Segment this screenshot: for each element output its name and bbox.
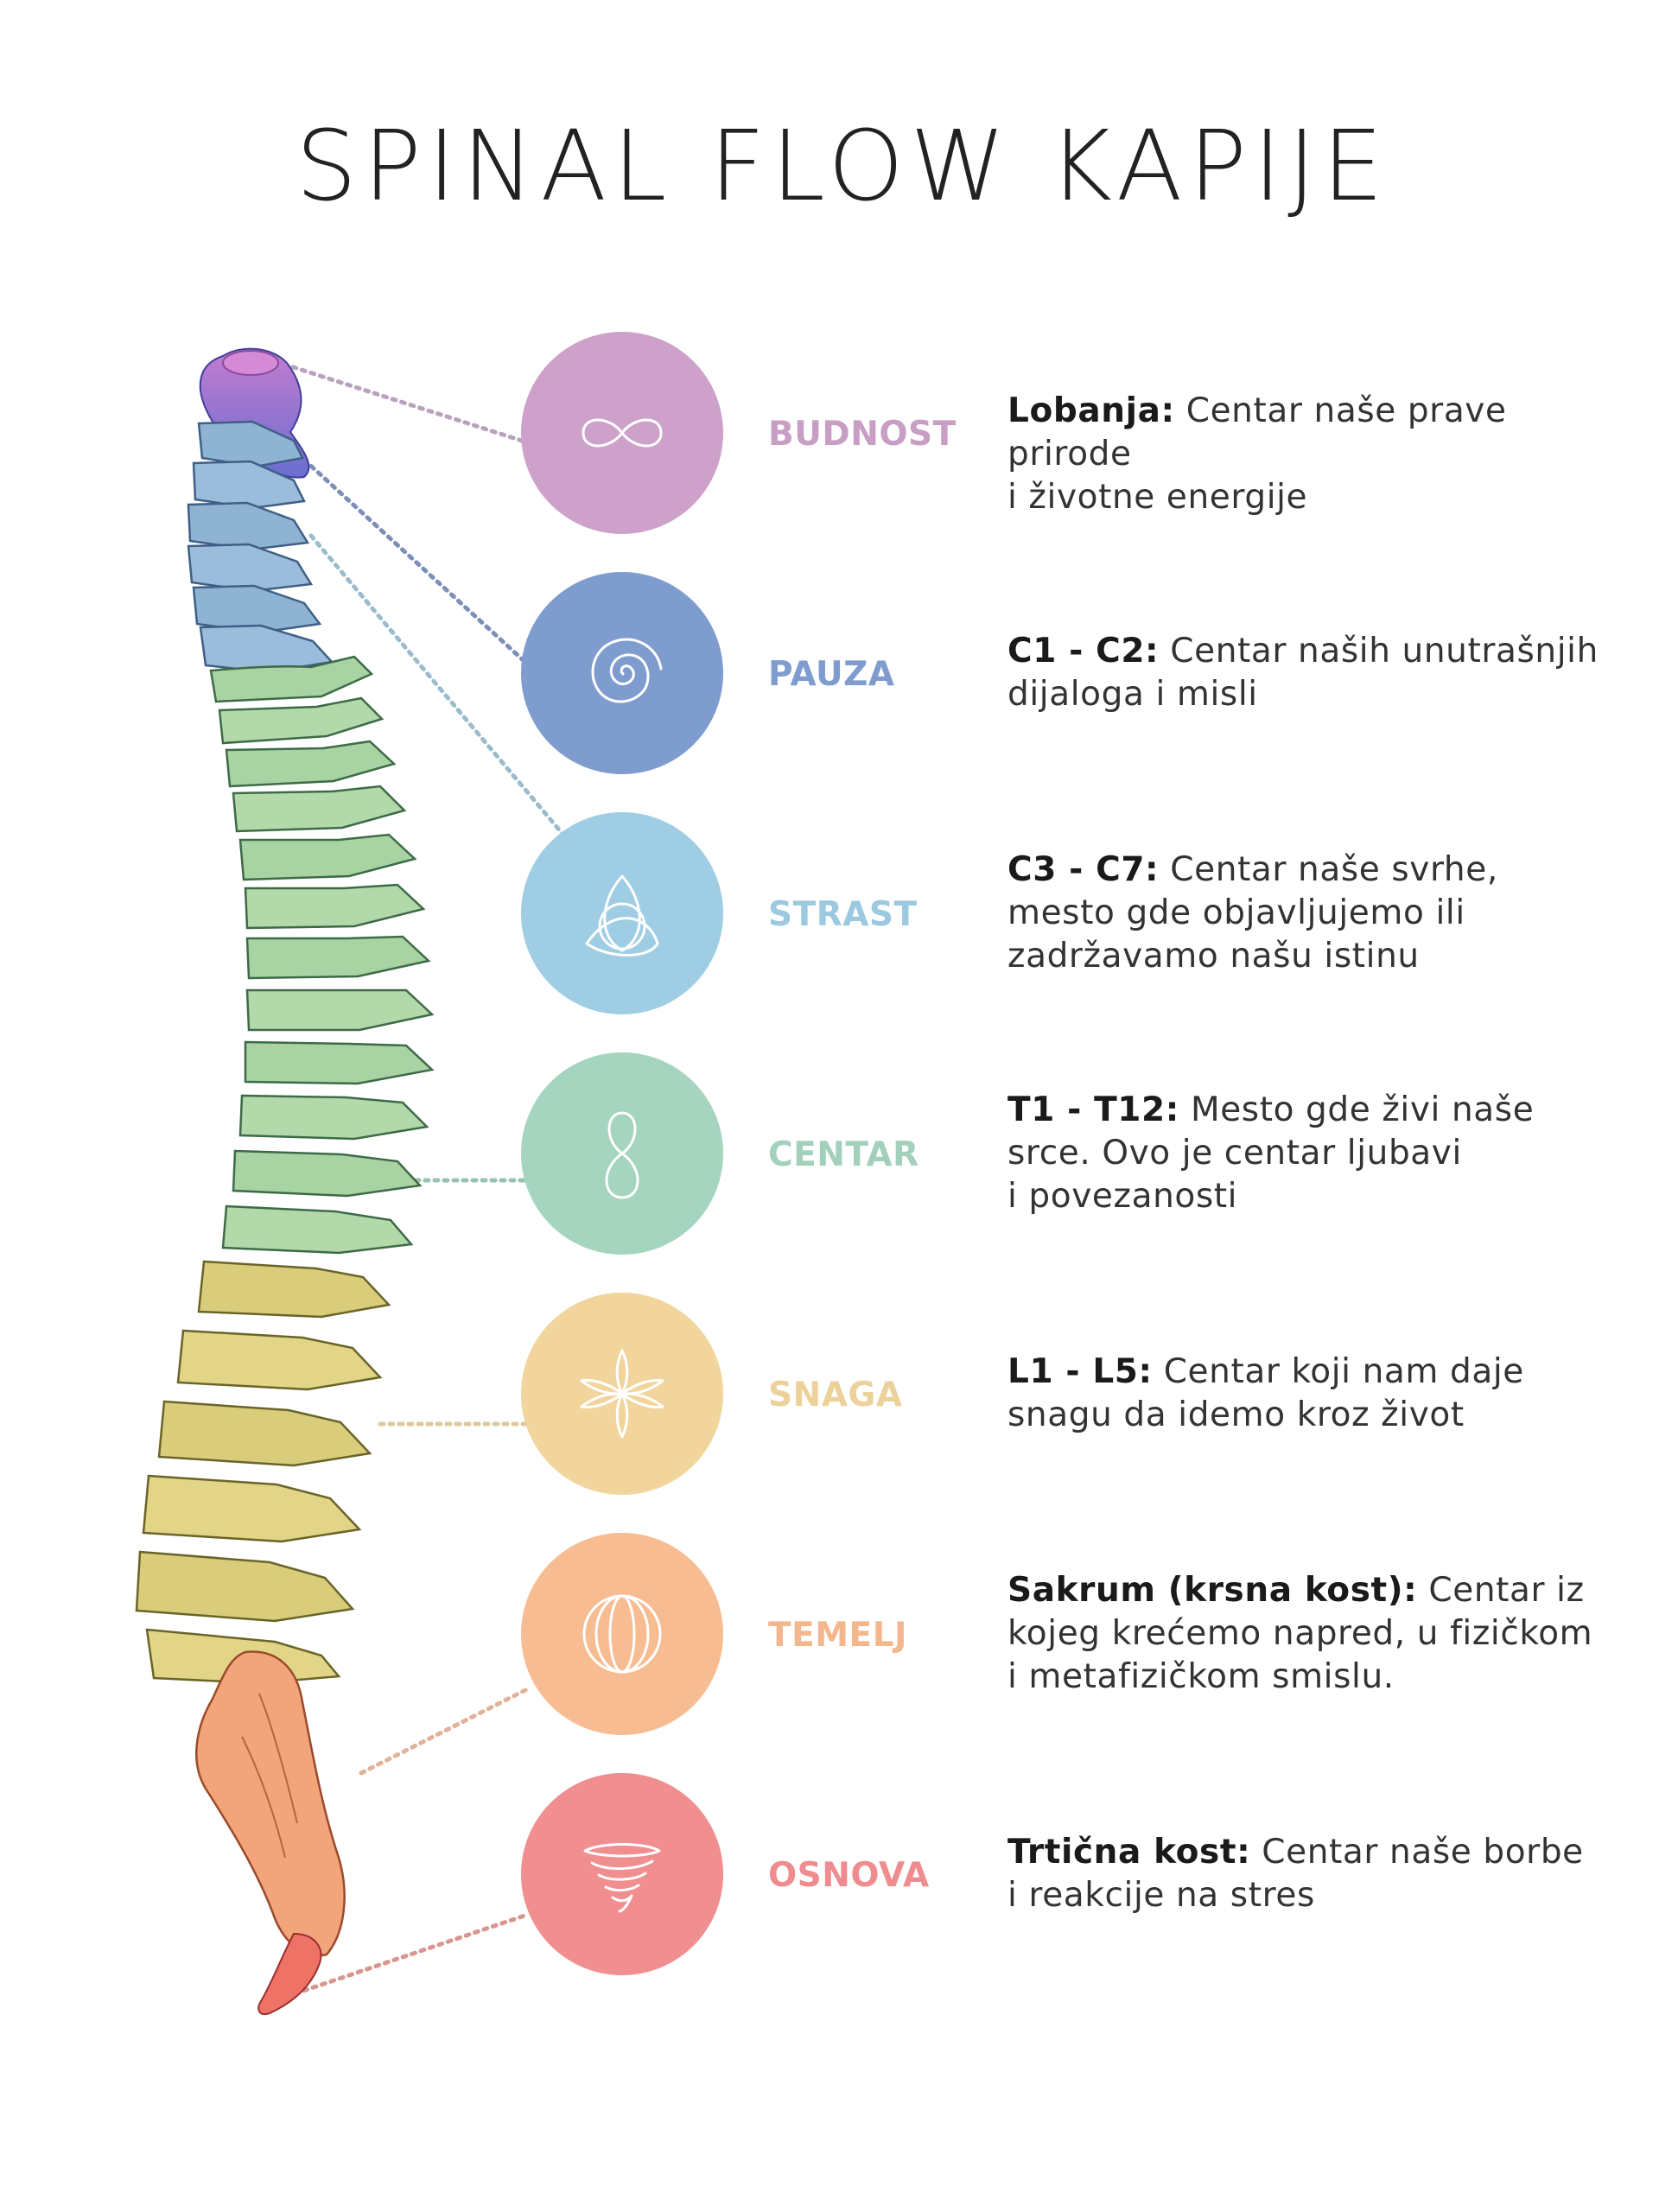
rings-icon [582, 1594, 662, 1674]
gate-description-centar: T1 - T12: Mesto gde živi naše srce. Ovo j… [1007, 1089, 1638, 1218]
gate-region: Sakrum (krsna kost): [1007, 1571, 1418, 1610]
gate-region: C1 - C2: [1007, 632, 1160, 671]
skull-base [199, 347, 310, 479]
gate-circle-snaga [521, 1293, 723, 1495]
connector-budnost [272, 359, 530, 445]
gate-circle-temelj [521, 1533, 723, 1735]
gate-name-pauza: PAUZA [768, 655, 895, 694]
gate-circle-pauza [521, 572, 723, 774]
infinity-icon [582, 418, 663, 448]
gate-description-temelj: Sakrum (krsna kost): Centar iz kojeg kreć… [1007, 1569, 1638, 1699]
gate-name-budnost: BUDNOST [768, 415, 957, 454]
gate-description-line: Centar iz [1417, 1571, 1585, 1610]
gate-description-pauza: C1 - C2: Centar naših unutrašnjih dijalog… [1007, 630, 1638, 716]
lumbar-vertebrae [135, 1260, 391, 1685]
gate-name-temelj: TEMELJ [768, 1616, 908, 1655]
flower-icon [580, 1349, 664, 1439]
gate-description-line: i povezanosti [1007, 1177, 1238, 1216]
thoracic-vertebrae [209, 655, 435, 1255]
gate-region: Trtična kost: [1007, 1833, 1251, 1872]
gate-description-line: zadržavamo našu istinu [1007, 937, 1420, 976]
gate-description-budnost: Lobanja: Centar naše prave prirode i živo… [1007, 390, 1638, 519]
connector-osnova [265, 1912, 530, 2005]
gate-description-line: Centar koji nam daje [1152, 1352, 1524, 1391]
gate-name-snaga: SNAGA [768, 1376, 903, 1414]
gate-description-line: Centar naše svrhe, [1159, 850, 1498, 889]
gate-region: T1 - T12: [1007, 1090, 1179, 1129]
gate-circle-strast [521, 812, 723, 1014]
gate-description-line: i životne energije [1007, 478, 1308, 517]
gate-description-line: mesto gde objavljujemo ili [1007, 893, 1465, 932]
gate-description-line: snagu da idemo kroz život [1007, 1395, 1465, 1434]
connector-temelj [359, 1686, 531, 1776]
gate-description-line: i metafizičkom smislu. [1007, 1657, 1395, 1696]
gate-circle-osnova [521, 1773, 723, 1975]
spiral-icon [591, 638, 663, 703]
cervical-vertebrae [187, 420, 334, 674]
gate-description-line: Centar naših unutrašnjih [1159, 632, 1599, 671]
figure-eight-icon [605, 1111, 639, 1199]
gate-circle-centar [521, 1052, 723, 1255]
gate-description-line: i reakcije na stres [1007, 1876, 1315, 1915]
gate-name-osnova: OSNOVA [768, 1856, 930, 1895]
gate-name-strast: STRAST [768, 895, 918, 934]
gate-description-line: Centar naše borbe [1250, 1833, 1584, 1872]
gate-description-line: kojeg krećemo napred, u fizičkom [1007, 1614, 1593, 1653]
sacrum [195, 1650, 346, 1957]
gate-region: C3 - C7: [1007, 850, 1160, 889]
page-title: SPINAL FLOW KAPIJE [296, 111, 1389, 223]
coccyx [257, 1932, 322, 2015]
connector-pauza [302, 457, 531, 668]
vortex-icon [583, 1843, 661, 1913]
triquetra-icon [585, 874, 659, 957]
gate-circle-budnost [521, 332, 723, 534]
gate-description-snaga: L1 - L5: Centar koji nam daje snagu da id… [1007, 1351, 1638, 1437]
gate-description-line: srce. Ovo je centar ljubavi [1007, 1134, 1462, 1173]
gate-description-line: Centar naše prave prirode [1007, 391, 1507, 474]
gate-name-centar: CENTAR [768, 1135, 919, 1174]
gate-description-osnova: Trtična kost: Centar naše borbe i reakcij… [1007, 1831, 1638, 1917]
gate-description-strast: C3 - C7: Centar naše svrhe, mesto gde obj… [1007, 849, 1638, 978]
gate-description-line: dijaloga i misli [1007, 675, 1258, 714]
gate-description-line: Mesto gde živi naše [1179, 1090, 1535, 1129]
gate-region: Lobanja: [1007, 391, 1175, 430]
gate-region: L1 - L5: [1007, 1352, 1153, 1391]
